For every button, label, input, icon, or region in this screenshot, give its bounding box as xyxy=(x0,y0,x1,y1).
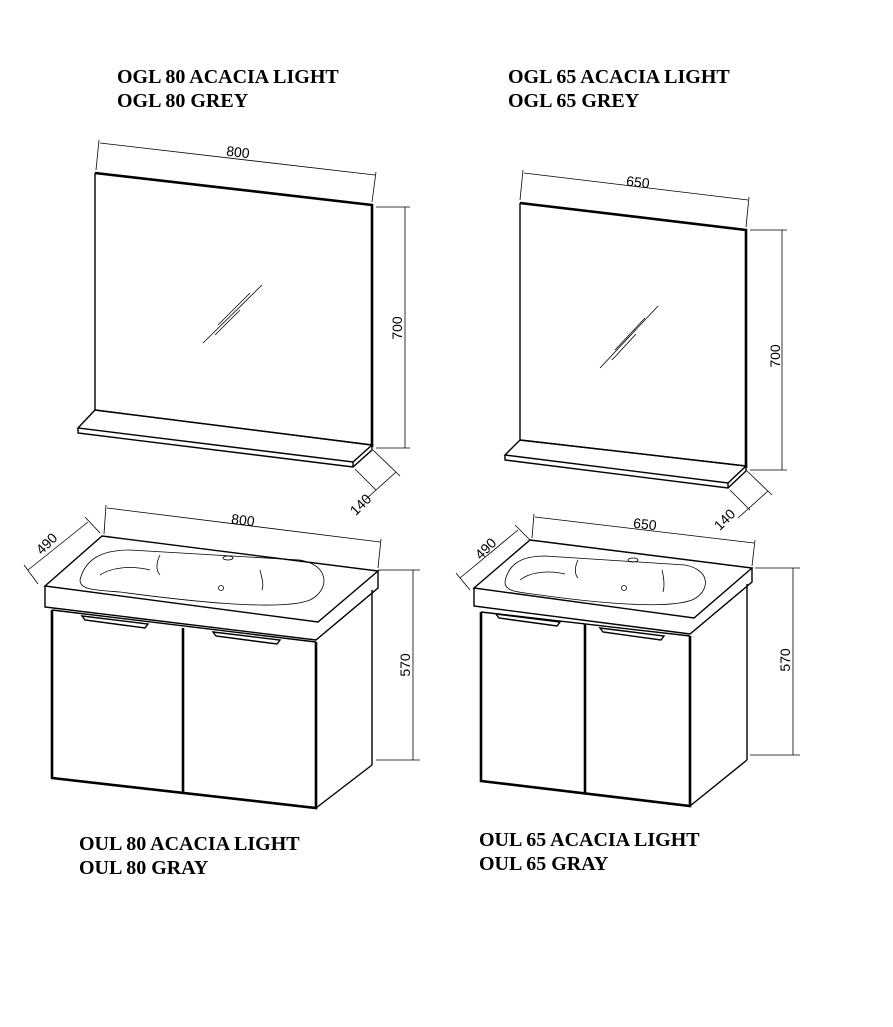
dimension-label: 490 xyxy=(472,534,500,562)
cabinet-80-drawing: 800 490 570 xyxy=(23,504,420,810)
dimension-height-65: 700 xyxy=(750,229,787,471)
dimension-label: 800 xyxy=(225,143,250,162)
dimension-label: 700 xyxy=(389,316,405,340)
mirror-80-model-acacia: OGL 80 ACACIA LIGHT xyxy=(117,66,339,88)
mirror-80-model-grey: OGL 80 GREY xyxy=(117,90,249,112)
dimension-width-65: 650 xyxy=(519,169,750,228)
mirror-65-model-grey: OGL 65 GREY xyxy=(508,90,640,112)
dimension-label: 570 xyxy=(777,648,793,672)
cabinet-80-model-acacia: OUL 80 ACACIA LIGHT xyxy=(79,833,300,855)
dimension-depth-80-basin: 490 xyxy=(23,516,101,585)
dimension-height-80: 700 xyxy=(376,206,410,449)
dimension-width-80: 800 xyxy=(95,139,377,203)
mirror-65-title: OGL 65 ACACIA LIGHT OGL 65 GREY xyxy=(508,65,730,113)
dimension-label: 650 xyxy=(625,173,650,192)
dimension-height-65-cabinet: 570 xyxy=(750,567,800,756)
dimension-label: 570 xyxy=(397,653,413,677)
dimension-width-65-basin: 650 xyxy=(531,513,756,567)
dimension-label: 140 xyxy=(347,490,375,518)
dimension-label: 800 xyxy=(230,511,255,530)
cabinet-65-drawing: 650 490 570 xyxy=(455,513,800,808)
dimension-label: 490 xyxy=(33,529,61,557)
cabinet-80-title: OUL 80 ACACIA LIGHT OUL 80 GRAY xyxy=(79,832,300,880)
door-handle xyxy=(211,631,282,645)
dimension-width-80-basin: 800 xyxy=(103,504,382,569)
dimension-depth-65-basin: 490 xyxy=(455,524,531,591)
glass-reflection-icon xyxy=(599,305,659,369)
door-handle xyxy=(598,627,666,641)
cabinet-65-model-acacia: OUL 65 ACACIA LIGHT xyxy=(479,829,700,851)
dimension-depth-65: 140 xyxy=(711,470,773,533)
glass-reflection-icon xyxy=(202,284,263,344)
dimension-height-80-cabinet: 570 xyxy=(376,569,420,761)
cabinet-80-model-gray: OUL 80 GRAY xyxy=(79,857,209,879)
mirror-65-model-acacia: OGL 65 ACACIA LIGHT xyxy=(508,66,730,88)
mirror-65-drawing: 650 700 140 xyxy=(503,169,787,533)
door-handle xyxy=(80,615,150,629)
dimension-label: 700 xyxy=(767,344,783,368)
door-handle xyxy=(494,613,562,627)
dimension-label: 650 xyxy=(632,515,657,534)
cabinet-65-model-gray: OUL 65 GRAY xyxy=(479,853,609,875)
mirror-80-title: OGL 80 ACACIA LIGHT OGL 80 GREY xyxy=(117,65,339,113)
cabinet-65-title: OUL 65 ACACIA LIGHT OUL 65 GRAY xyxy=(479,828,700,876)
mirror-80-drawing: 800 700 140 xyxy=(76,139,410,518)
dimension-label: 140 xyxy=(711,505,739,533)
